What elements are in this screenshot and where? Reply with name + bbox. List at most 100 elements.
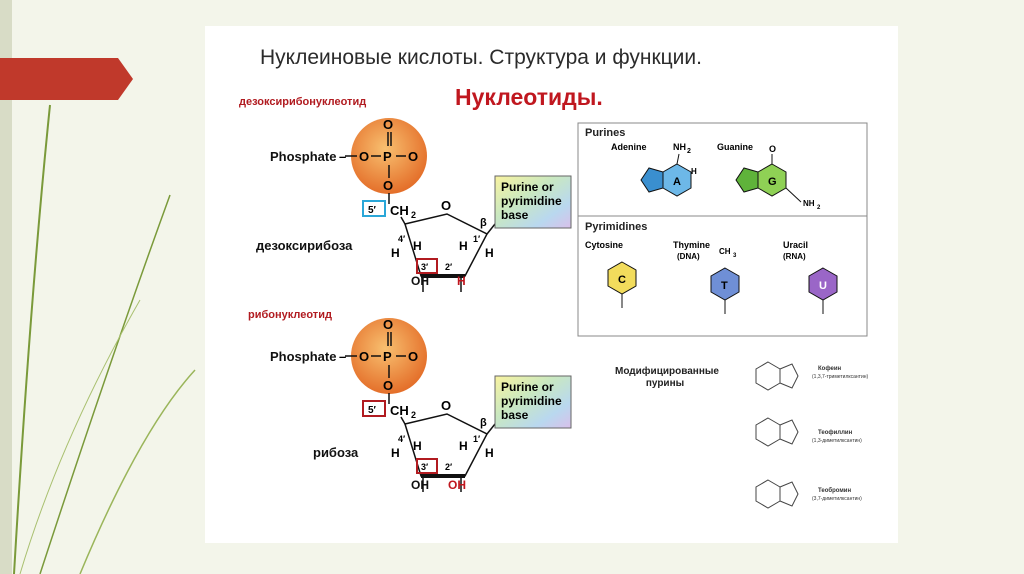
sugar-ring xyxy=(404,213,489,277)
base-box-line: base xyxy=(501,408,529,422)
c3-box xyxy=(416,258,438,274)
base-box-line: Purine or xyxy=(501,180,554,194)
base-box-line: base xyxy=(501,208,529,222)
left-edge-strip xyxy=(0,0,12,574)
ch2-label: CH xyxy=(390,403,409,418)
base-box-line: pyrimidine xyxy=(501,394,562,408)
adenine-name: Adenine xyxy=(611,142,647,152)
purines-heading: Purines xyxy=(585,127,625,139)
c5-box xyxy=(362,400,386,417)
atom-n: H xyxy=(691,167,697,176)
decor-line xyxy=(39,194,171,574)
deoxy-sugar-label: дезоксирибоза xyxy=(256,238,353,253)
ribo-c3-oh: OH xyxy=(411,478,429,492)
c1-label: 1′ xyxy=(473,434,480,444)
sugar-ring xyxy=(404,413,489,477)
decor-line xyxy=(19,299,141,574)
atom-h: H xyxy=(485,246,494,260)
adenine-letter: A xyxy=(673,176,681,188)
c4-label: 4′ xyxy=(398,234,405,244)
atom-h: H xyxy=(413,439,422,453)
atom-o: O xyxy=(383,378,393,393)
phosphate-circle xyxy=(351,318,427,394)
atom-o: O xyxy=(383,117,393,132)
c2-label: 2′ xyxy=(445,262,452,272)
cytosine-name: Cytosine xyxy=(585,240,623,250)
thymine-letter: T xyxy=(721,280,728,292)
atom-o: O xyxy=(359,349,369,364)
modified-purines-label: Модифицированные пурины xyxy=(615,366,719,389)
deoxy-phosphate-label: Phosphate xyxy=(270,149,337,164)
atom-h: H xyxy=(459,439,468,453)
atom-o: O xyxy=(408,149,418,164)
minus-sign: – xyxy=(339,149,346,164)
thymine-name: Thymine xyxy=(673,240,710,250)
decor-line xyxy=(79,369,196,574)
modified-name: Теофиллин xyxy=(818,429,853,436)
modified-purines-structures: Кофеин (1,3,7-триметилксантин) Теофиллин… xyxy=(755,361,868,509)
ch2-label: CH xyxy=(390,203,409,218)
base-box-line: pyrimidine xyxy=(501,194,562,208)
guanine-amine: NH xyxy=(803,199,815,208)
deoxy-heading: дезоксирибонуклеотид xyxy=(239,96,367,108)
subscript: 2 xyxy=(687,148,691,155)
deoxy-structure: – O P O O O 5′ CH 2 O 4′ 1′ β H H H H 3′… xyxy=(339,117,572,292)
adenine-five-ring xyxy=(640,167,664,193)
ch2-subscript: 2 xyxy=(411,210,416,220)
thymine-sub: (DNA) xyxy=(677,252,700,261)
guanine-name: Guanine xyxy=(717,142,753,152)
minus-sign: – xyxy=(339,349,346,364)
guanine-five-ring xyxy=(735,167,759,193)
ring-oxygen: O xyxy=(441,398,451,413)
adenine-amine: NH xyxy=(673,142,686,152)
guanine-letter: G xyxy=(768,176,777,188)
guanine-oxygen: O xyxy=(769,144,776,154)
red-arrow-tab xyxy=(0,58,133,100)
uracil-name: Uracil xyxy=(783,240,808,250)
subscript: 3 xyxy=(733,253,737,259)
ribo-phosphate-label: Phosphate xyxy=(270,349,337,364)
atom-h: H xyxy=(459,239,468,253)
uracil-sub: (RNA) xyxy=(783,252,806,261)
theobromine-structure: Теобромин (3,7-диметилксантин) xyxy=(755,479,862,509)
bases-panel: Purines Pyrimidines Adenine NH 2 A H Gua… xyxy=(577,122,868,337)
phosphate-circle xyxy=(351,118,427,194)
decor-line xyxy=(13,104,51,574)
atom-o: O xyxy=(383,178,393,193)
atom-p: P xyxy=(383,349,392,364)
atom-p: P xyxy=(383,149,392,164)
beta-label: β xyxy=(480,217,487,229)
atom-o: O xyxy=(383,317,393,332)
base-box-line: Purine or xyxy=(501,380,554,394)
atom-o: O xyxy=(408,349,418,364)
uracil-letter: U xyxy=(819,280,827,292)
ribo-c2-substituent: OH xyxy=(448,478,466,492)
c1-label: 1′ xyxy=(473,234,480,244)
base-box xyxy=(494,375,572,429)
base-box xyxy=(494,175,572,229)
deoxy-c3-oh: OH xyxy=(411,274,429,288)
subscript: 2 xyxy=(817,205,821,211)
atom-h: H xyxy=(485,446,494,460)
slide-subtitle: Нуклеотиды. xyxy=(455,84,603,110)
modified-desc: (1,3,7-триметилксантин) xyxy=(812,374,868,380)
ribo-heading: рибонуклеотид xyxy=(248,309,332,321)
slide-title: Нуклеиновые кислоты. Структура и функции… xyxy=(260,46,702,69)
caffeine-structure: Кофеин (1,3,7-триметилксантин) xyxy=(755,361,868,391)
thymine-methyl: CH xyxy=(719,247,731,256)
c3-label: 3′ xyxy=(421,262,428,272)
ribo-structure: – O P O O O 5′ CH 2 O 4′ 1′ β H H H H 3′… xyxy=(339,317,572,492)
cytosine-letter: C xyxy=(618,274,626,286)
pyrimidines-heading: Pyrimidines xyxy=(585,221,647,233)
c5-label: 5′ xyxy=(368,205,377,216)
deoxy-c2-substituent: H xyxy=(457,274,466,288)
c5-label: 5′ xyxy=(368,405,377,416)
modified-name: Кофеин xyxy=(818,365,842,372)
modified-desc: (1,3-диметилксантин) xyxy=(812,438,862,444)
c2-label: 2′ xyxy=(445,462,452,472)
atom-h: H xyxy=(413,239,422,253)
c3-box xyxy=(416,458,438,474)
ring-oxygen: O xyxy=(441,198,451,213)
c3-label: 3′ xyxy=(421,462,428,472)
